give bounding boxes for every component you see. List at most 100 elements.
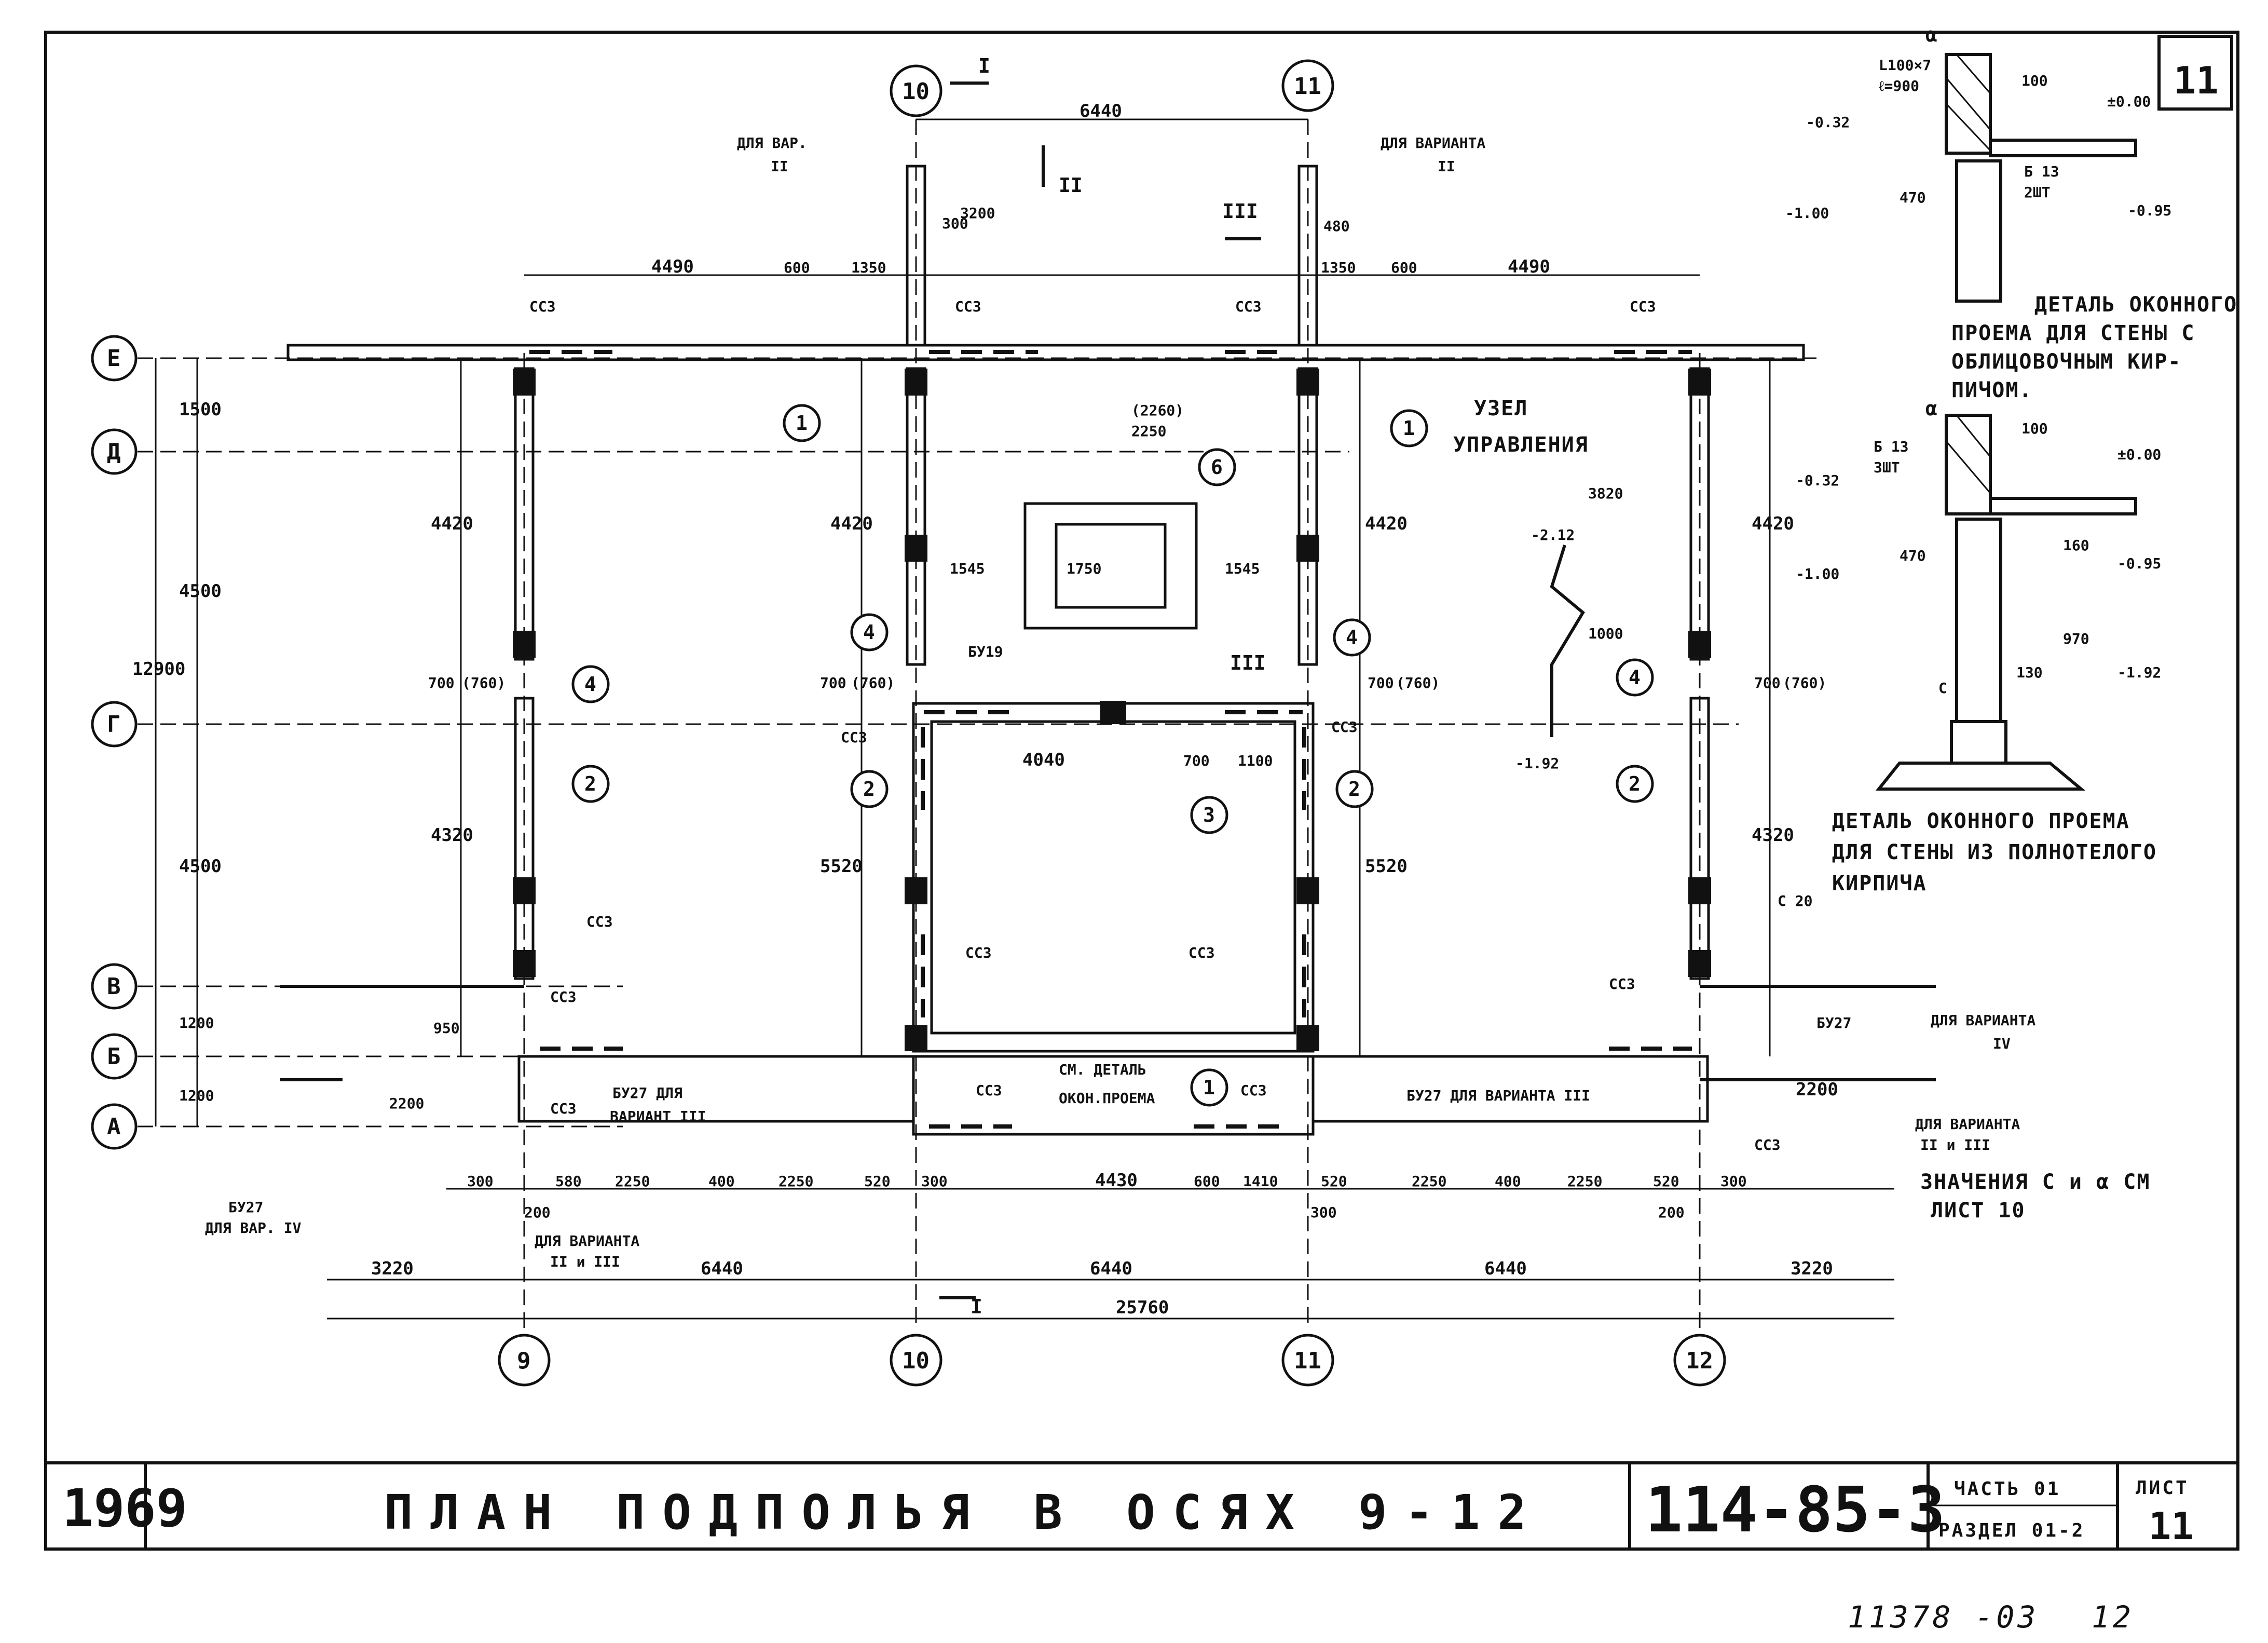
mark-ss3-3: ССЗ (1235, 298, 1262, 315)
dim-wall-17: 4040 (1022, 750, 1065, 770)
mark-ss3-9: ССЗ (1188, 944, 1215, 961)
callout-3: 3 (1203, 804, 1215, 826)
mark-ss3-13: ССЗ (976, 1082, 1002, 1099)
axis-label-12: 12 (1686, 1348, 1713, 1374)
dim-top-8: 3200 (960, 205, 995, 222)
dim-detail-11: 520 (1321, 1173, 1347, 1190)
grid-lines (138, 119, 1816, 1329)
dim-detail-15: 520 (1653, 1173, 1679, 1190)
dim-span-2: 6440 (701, 1258, 743, 1279)
detail1-length: ℓ=900 (1879, 77, 1919, 94)
mark-ss3-6: ССЗ (1331, 718, 1358, 736)
dim-extra-1: 200 (524, 1204, 551, 1221)
window-detail-facing-brick: L100×7 ℓ=900 -0.32 ±0.00 -1.00 -0.95 Б 1… (1785, 23, 2236, 402)
dim-wall-27: 950 (433, 1020, 460, 1037)
dim-top-5: 1350 (1321, 259, 1356, 276)
note-var23-right-b: II и III (1920, 1136, 1990, 1153)
axis-label-11-top: 11 (1294, 73, 1321, 100)
dim-top-4: 6440 (1080, 101, 1122, 121)
dim-wall-23: 2250 (1131, 423, 1166, 440)
mark-bu19: БУ19 (968, 643, 1003, 660)
detail1-caption-4: ПИЧОМ. (1951, 378, 2033, 402)
dim-top-2: 600 (784, 259, 810, 276)
dim-detail-13: 400 (1495, 1173, 1521, 1190)
detail2-level-3: -1.00 (1796, 565, 1839, 582)
mark-ss3-15: ССЗ (1754, 1136, 1781, 1153)
dims-bottom-detail: 300 580 2250 400 2250 520 300 4430 600 1… (467, 1170, 1747, 1221)
axis-bubbles-horizontal: Е Д Г В Б А (91, 335, 138, 1150)
axis-label-9: 9 (517, 1348, 531, 1374)
foundation-walls (280, 165, 1936, 1136)
sheet-number: 11 (2149, 1504, 2194, 1548)
dim-span-3: 6440 (1090, 1258, 1132, 1279)
dim-wall-3: 4420 (1365, 513, 1408, 534)
callouts: 1 1 1 2 2 2 2 3 4 4 4 4 6 (571, 404, 1654, 1107)
dim-wall-1: 4420 (431, 513, 473, 534)
archive-stamp: 11378 -03 (1848, 1599, 2039, 1635)
dim-left-1: 1500 (179, 399, 222, 420)
dim-top-9: 300 (942, 215, 968, 232)
note-var23-b: II и III (550, 1253, 620, 1270)
dims-left: 1500 4500 12900 4500 1200 1200 (132, 399, 222, 1104)
note-uzel: УЗЕЛ (1474, 397, 1528, 420)
wall-blocks (513, 369, 1711, 1051)
callout-1c: 1 (1203, 1076, 1215, 1099)
dim-wall-28: 2200 (389, 1095, 424, 1112)
corner-sheet-number: 11 (2174, 59, 2219, 102)
detail1-level-1: -0.32 (1806, 114, 1850, 131)
mark-ss3-11: ССЗ (1609, 975, 1635, 993)
dim-overall: 25760 (1116, 1297, 1169, 1318)
callout-2b: 2 (863, 778, 875, 800)
section-mark-III: III (1230, 651, 1266, 674)
callout-6: 6 (1211, 456, 1223, 479)
detail2-level-1: -0.32 (1796, 472, 1839, 489)
dim-top-6: 600 (1391, 259, 1417, 276)
axis-label-V: В (107, 973, 121, 1000)
dim-detail-3: 2250 (615, 1173, 650, 1190)
sheet-frame (44, 31, 2239, 1551)
section-mark-II: II (1059, 174, 1083, 197)
note-bu27-var3-right: БУ27 ДЛЯ ВАРИАНТА III (1406, 1087, 1590, 1104)
note-see-detail-1: СМ. ДЕТАЛЬ (1059, 1061, 1146, 1078)
detail2-caption-3: КИРПИЧА (1832, 872, 1927, 895)
dim-wall-5: 4320 (431, 825, 473, 846)
level-pit-bottom: -1.92 (1515, 755, 1559, 772)
dim-wall-8: 4320 (1752, 825, 1794, 846)
plan-notes: ДЛЯ ВАР. II ДЛЯ ВАРИАНТА II УЗЕЛ УПРАВЛЕ… (205, 134, 2149, 1270)
dim-span-5: 3220 (1791, 1258, 1833, 1279)
detail2-count: 3ШТ (1874, 459, 1900, 476)
corner-sheet-box (2157, 35, 2233, 111)
dim-wall-18: 700 (1183, 752, 1210, 769)
dim-wall-14: (760) (1396, 674, 1440, 691)
note-var-top-right-num: II (1438, 158, 1455, 175)
dims-top: 4490 600 1350 6440 1350 600 4490 3200 30… (651, 101, 1550, 277)
detail2-level-5: -1.92 (2117, 664, 2161, 681)
element-marks: ССЗ ССЗ ССЗ ССЗ ССЗ ССЗ ССЗ ССЗ ССЗ ССЗ … (529, 298, 1851, 1153)
dim-detail-4: 400 (708, 1173, 735, 1190)
dim-wall-9: 700 (428, 674, 455, 691)
part-label: ЧАСТЬ 01 (1954, 1478, 2060, 1500)
window-detail-solid-brick: α 100 Б 13 3ШТ -0.32 ±0.00 -1.00 -0.95 -… (1796, 397, 2161, 895)
dim-span-1: 3220 (371, 1258, 414, 1279)
detail1-count: 2ШТ (2024, 184, 2051, 201)
mark-ss3-12: ССЗ (550, 1100, 577, 1117)
dims-bottom-spans: 3220 6440 6440 6440 3220 (371, 1258, 1833, 1279)
dim-detail-2: 580 (555, 1173, 582, 1190)
axis-label-10: 10 (902, 1348, 930, 1374)
axis-label-11: 11 (1294, 1348, 1321, 1374)
callout-1a: 1 (796, 412, 808, 434)
dim-wall-7: 5520 (1365, 856, 1408, 877)
dim-left-3: 12900 (132, 659, 185, 680)
dim-wall-4: 4420 (1752, 513, 1794, 534)
detail1-level-4: -0.95 (2128, 202, 2171, 219)
dim-wall-19: 1100 (1238, 752, 1273, 769)
dim-wall-6: 5520 (820, 856, 863, 877)
dim-detail-14: 2250 (1567, 1173, 1602, 1190)
mark-ss3-14: ССЗ (1240, 1082, 1267, 1099)
dimension-lines (155, 118, 1894, 1320)
detail1-level-2: ±0.00 (2107, 93, 2151, 110)
dim-wall-11: 700 (820, 674, 846, 691)
dim-detail-12: 2250 (1412, 1173, 1446, 1190)
callout-2c: 2 (1348, 778, 1360, 800)
dim-detail-8: 4430 (1095, 1170, 1138, 1191)
